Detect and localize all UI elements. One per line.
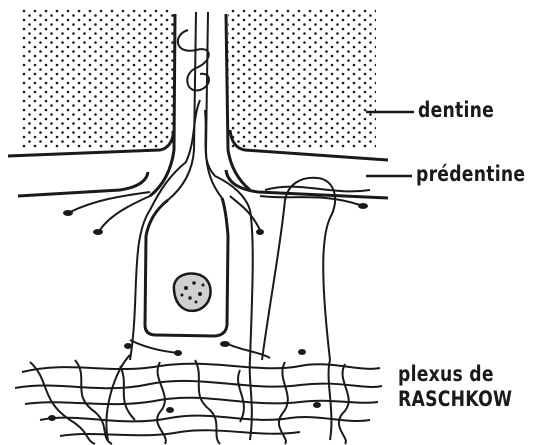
- plexus-label-line1: plexus de: [398, 362, 494, 386]
- raschkow-plexus: [15, 340, 382, 444]
- odontoblast-cell-body: [145, 198, 228, 336]
- predentine-label: prédentine: [416, 162, 525, 186]
- dentine-region: [22, 8, 376, 148]
- predentine-pulp-boundary: [18, 170, 388, 198]
- cell-nucleus: [174, 274, 211, 311]
- dentine-label: dentine: [418, 98, 494, 122]
- plexus-label-line2: RASCHKOW: [398, 387, 512, 411]
